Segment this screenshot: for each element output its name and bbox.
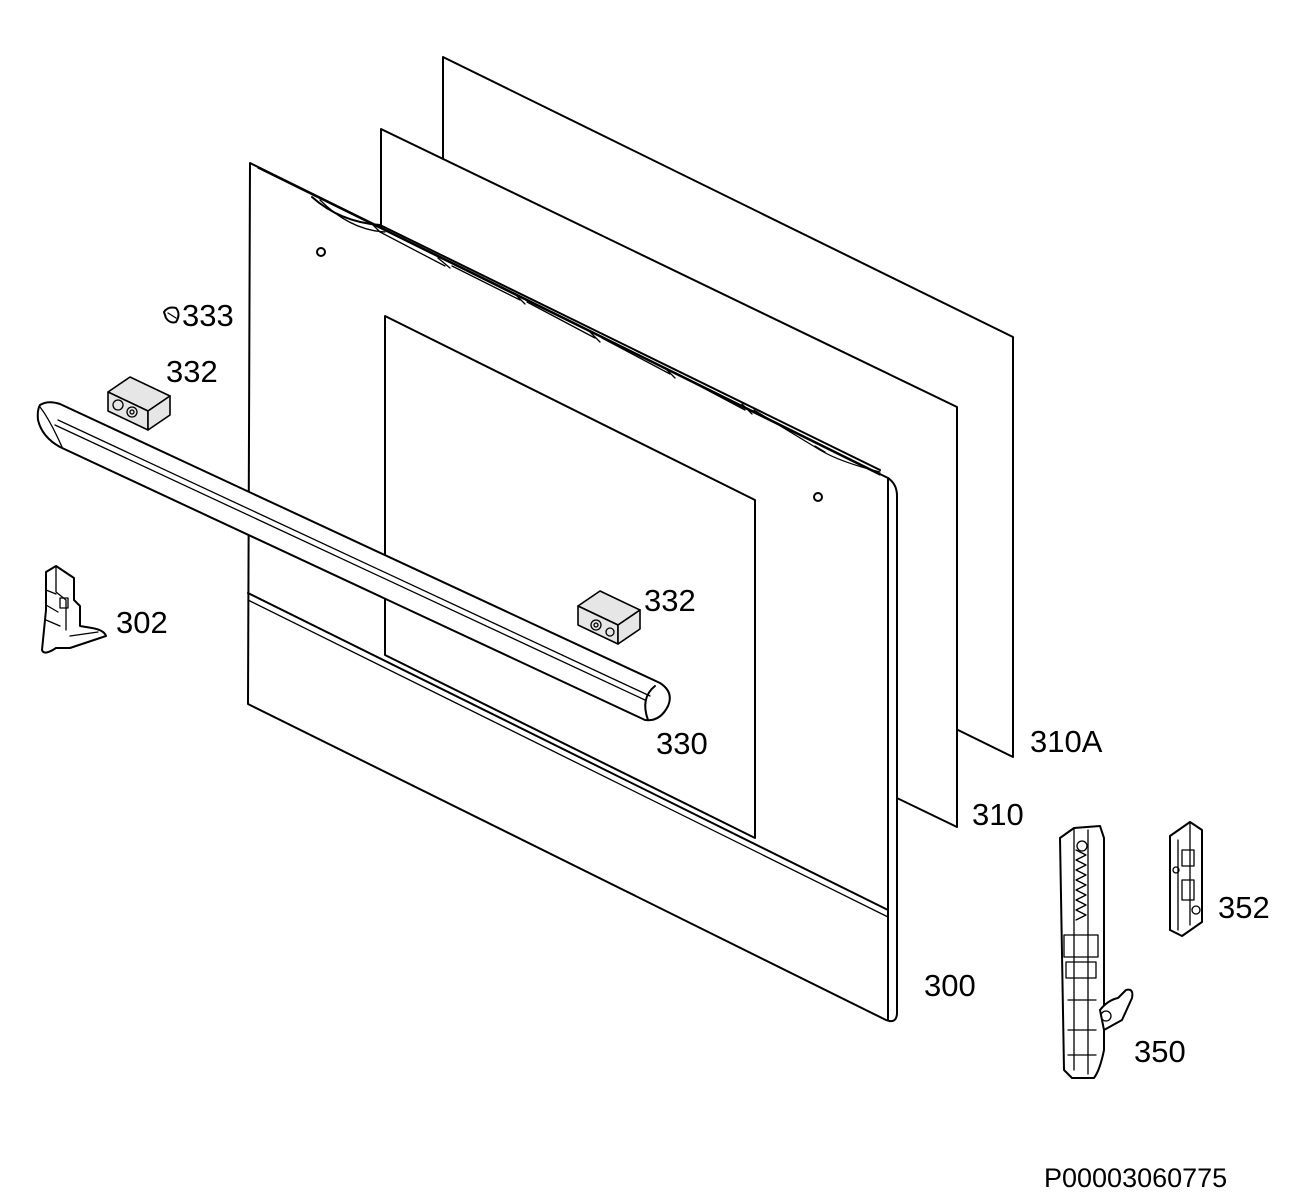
hinge-350	[1059, 825, 1134, 1079]
door-front-panel-300	[247, 162, 898, 1023]
drawing-reference-code: P00003060775	[1044, 1163, 1227, 1193]
label-310: 310	[972, 797, 1024, 832]
label-310a: 310A	[1030, 724, 1103, 759]
label-332-right: 332	[644, 583, 696, 618]
label-330: 330	[656, 726, 708, 761]
label-333: 333	[182, 298, 234, 333]
screw-333	[163, 306, 180, 324]
label-352: 352	[1218, 890, 1270, 925]
label-300: 300	[924, 968, 976, 1003]
hinge-receiver-352	[1169, 821, 1203, 937]
handle-bracket-332-left	[107, 376, 171, 431]
handle-bracket-332-right	[577, 590, 641, 645]
door-catch-302	[41, 565, 107, 654]
label-332-left: 332	[166, 354, 218, 389]
label-302: 302	[116, 605, 168, 640]
door-handle-330	[36, 401, 671, 722]
label-350: 350	[1134, 1034, 1186, 1069]
